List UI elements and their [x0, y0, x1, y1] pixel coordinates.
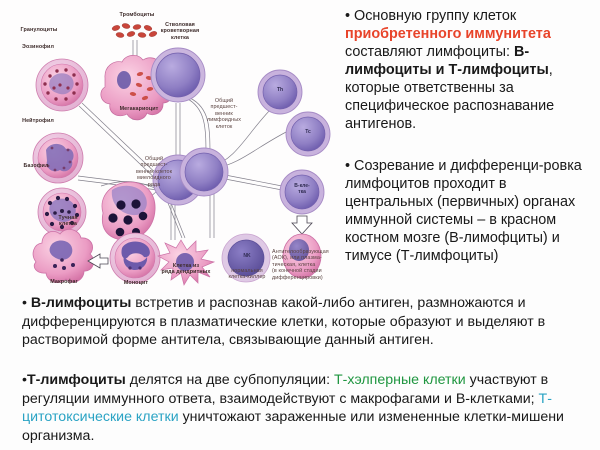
para3-bold1: В-лимфоциты — [30, 295, 132, 311]
para4-seg2: участвуют в регуляции иммунного ответа, … — [22, 372, 549, 407]
para4-blue1: Т-цитотоксические клетки — [22, 390, 552, 426]
neutrophil-cell — [32, 132, 84, 184]
para1-highlight: приобретенного иммунитета — [345, 25, 551, 42]
stem-cell — [150, 47, 206, 103]
cell-mark-b: В-кле- тка — [294, 183, 310, 195]
para2-seg1: Созревание и дифференци-ровка лимфоцитов… — [345, 158, 582, 264]
basophil-cell — [37, 187, 87, 237]
t-cytotoxic-cell — [285, 111, 331, 157]
platelets-cluster — [111, 23, 158, 38]
bullet-2: • — [345, 158, 351, 174]
paragraph-acquired-immunity: • Основную группу клеток приобретенного … — [345, 8, 597, 133]
para4-green1: Т-хэлперные клетки — [333, 372, 466, 388]
cell-mark-tc: Tc — [305, 129, 311, 135]
b-cell — [279, 169, 325, 215]
paragraph-t-lymphocytes: •Т-лимфоциты делятся на две субпопуляции… — [22, 371, 590, 446]
eosinophil-cell — [35, 58, 89, 112]
paragraph-lymphocyte-maturation: • Созревание и дифференци-ровка лимфоцит… — [345, 158, 597, 266]
para3-seg1: встретив и распознав какой-либо антиген,… — [22, 295, 546, 349]
hematopoiesis-diagram: Гранулоциты Эозинофил Нейтрофил Базофил … — [0, 0, 340, 292]
para4-seg1: делятся на две субпопуляции: — [125, 372, 334, 388]
macrophage-cell — [32, 228, 94, 283]
cell-mark-th: Th — [276, 87, 284, 93]
para1-seg3: , которые ответственны за специфическое … — [345, 61, 555, 132]
plasma-cell — [282, 233, 322, 279]
common-lymphoid-progenitor-cell — [179, 147, 229, 197]
monocyte-to-macrophage-arrow — [87, 253, 109, 269]
para4-seg3: уничтожают зараженные или измененные кле… — [22, 409, 564, 445]
nk-cell — [221, 233, 271, 283]
cell-mark-nk: NK — [243, 253, 251, 259]
diagram-canvas — [32, 23, 331, 286]
dendritic-cell — [157, 239, 216, 286]
bullet-1: • — [345, 8, 351, 24]
paragraph-b-lymphocytes: • В-лимфоциты встретив и распознав какой… — [22, 294, 590, 350]
para1-seg2: составляют лимфоциты: — [345, 43, 514, 60]
mast-cell — [101, 181, 156, 241]
para1-bold1: В-лимфоциты и Т-лимфоциты — [345, 43, 549, 78]
para1-seg1: Основную группу клеток — [350, 8, 517, 24]
para4-bold1: Т-лимфоциты — [26, 372, 126, 388]
bullet-4: • — [22, 372, 27, 388]
b-cell-to-plasma-arrow — [291, 215, 313, 235]
t-helper-cell — [257, 69, 303, 115]
monocyte-cell — [109, 232, 161, 284]
bullet-3: • — [22, 295, 27, 311]
